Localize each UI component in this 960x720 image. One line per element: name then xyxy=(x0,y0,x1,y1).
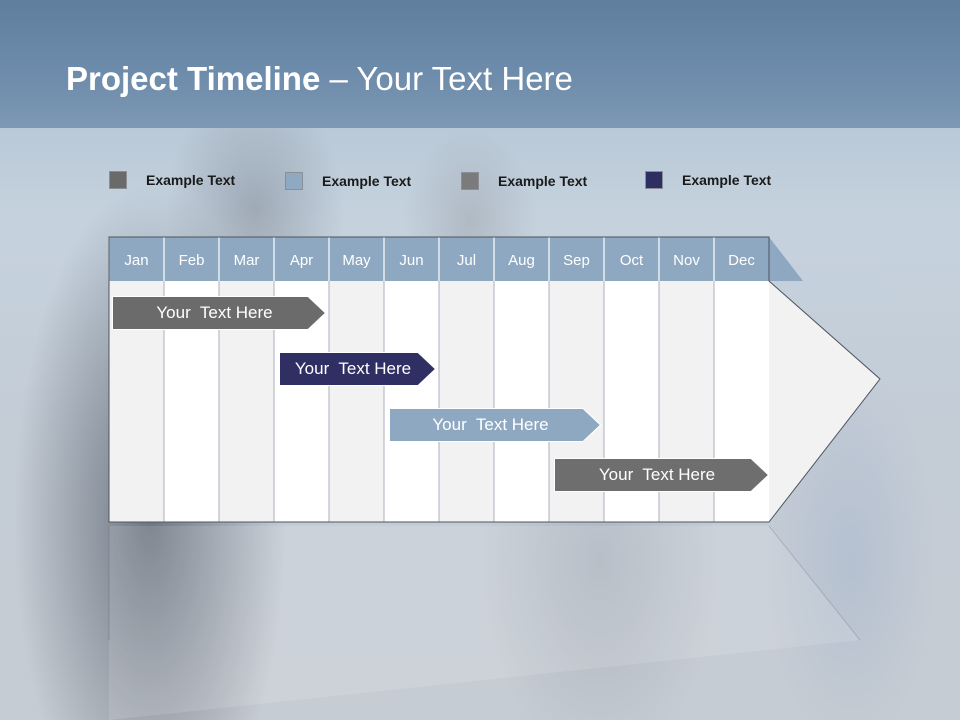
month-label: Mar xyxy=(234,252,260,269)
task-bar-label: Your Text Here xyxy=(294,359,412,378)
reflection-edge xyxy=(768,525,861,641)
timeline-reflection xyxy=(108,525,861,720)
month-column xyxy=(494,281,549,522)
slide-title: Project Timeline – Your Text Here xyxy=(66,60,573,98)
task-bar-arrow xyxy=(389,408,601,442)
reflection-shape xyxy=(109,526,860,720)
task-bar-shape xyxy=(112,296,326,330)
legend-label: Example Text xyxy=(322,173,412,189)
month-label: Jul xyxy=(457,252,476,269)
task-bar-label: Your Text Here xyxy=(432,415,549,434)
arrow-tip xyxy=(769,281,880,522)
task-bar-arrow xyxy=(112,296,326,330)
task-bar-label: Your Text Here xyxy=(156,303,273,322)
task-bar-shape xyxy=(279,352,436,386)
timeline-outline xyxy=(108,236,881,523)
title-bold: Project Timeline xyxy=(66,60,321,97)
legend-swatch xyxy=(645,171,663,189)
month-label: Sep xyxy=(563,252,590,269)
task-bar-arrow xyxy=(279,352,436,386)
month-label: Apr xyxy=(290,252,313,269)
task-bar-arrow xyxy=(554,458,769,492)
task-bar-shape xyxy=(389,408,601,442)
task-bar-label: Your Text Here xyxy=(598,465,716,484)
month-label: Nov xyxy=(673,252,700,269)
title-band xyxy=(0,0,960,128)
month-label: Feb xyxy=(179,252,205,269)
task-bar-shape xyxy=(554,458,769,492)
month-column xyxy=(329,281,384,522)
month-column xyxy=(439,281,494,522)
legend-label: Example Text xyxy=(498,173,588,189)
month-label: Oct xyxy=(620,252,644,269)
header-tip xyxy=(769,237,803,281)
month-label: Aug xyxy=(508,252,535,269)
task-bar: Your Text Here xyxy=(279,352,436,386)
month-label: Jan xyxy=(124,252,148,269)
month-label: Jun xyxy=(399,252,423,269)
legend-label: Example Text xyxy=(146,172,236,188)
month-header: Jan Feb Mar Apr May Jun Jul Aug Sep Oct Nov Dec xyxy=(108,237,803,281)
title-rest: – Your Text Here xyxy=(320,60,573,97)
task-bar: Your Text Here xyxy=(389,408,601,442)
month-column xyxy=(384,281,439,522)
outline-path xyxy=(108,236,881,523)
month-label: Dec xyxy=(728,252,755,269)
legend-swatch xyxy=(109,171,127,189)
month-label: May xyxy=(342,252,371,269)
task-bar: Your Text Here xyxy=(554,458,769,492)
task-bar: Your Text Here xyxy=(112,296,326,330)
legend-label: Example Text xyxy=(682,172,772,188)
legend-swatch xyxy=(285,172,303,190)
legend-swatch xyxy=(461,172,479,190)
